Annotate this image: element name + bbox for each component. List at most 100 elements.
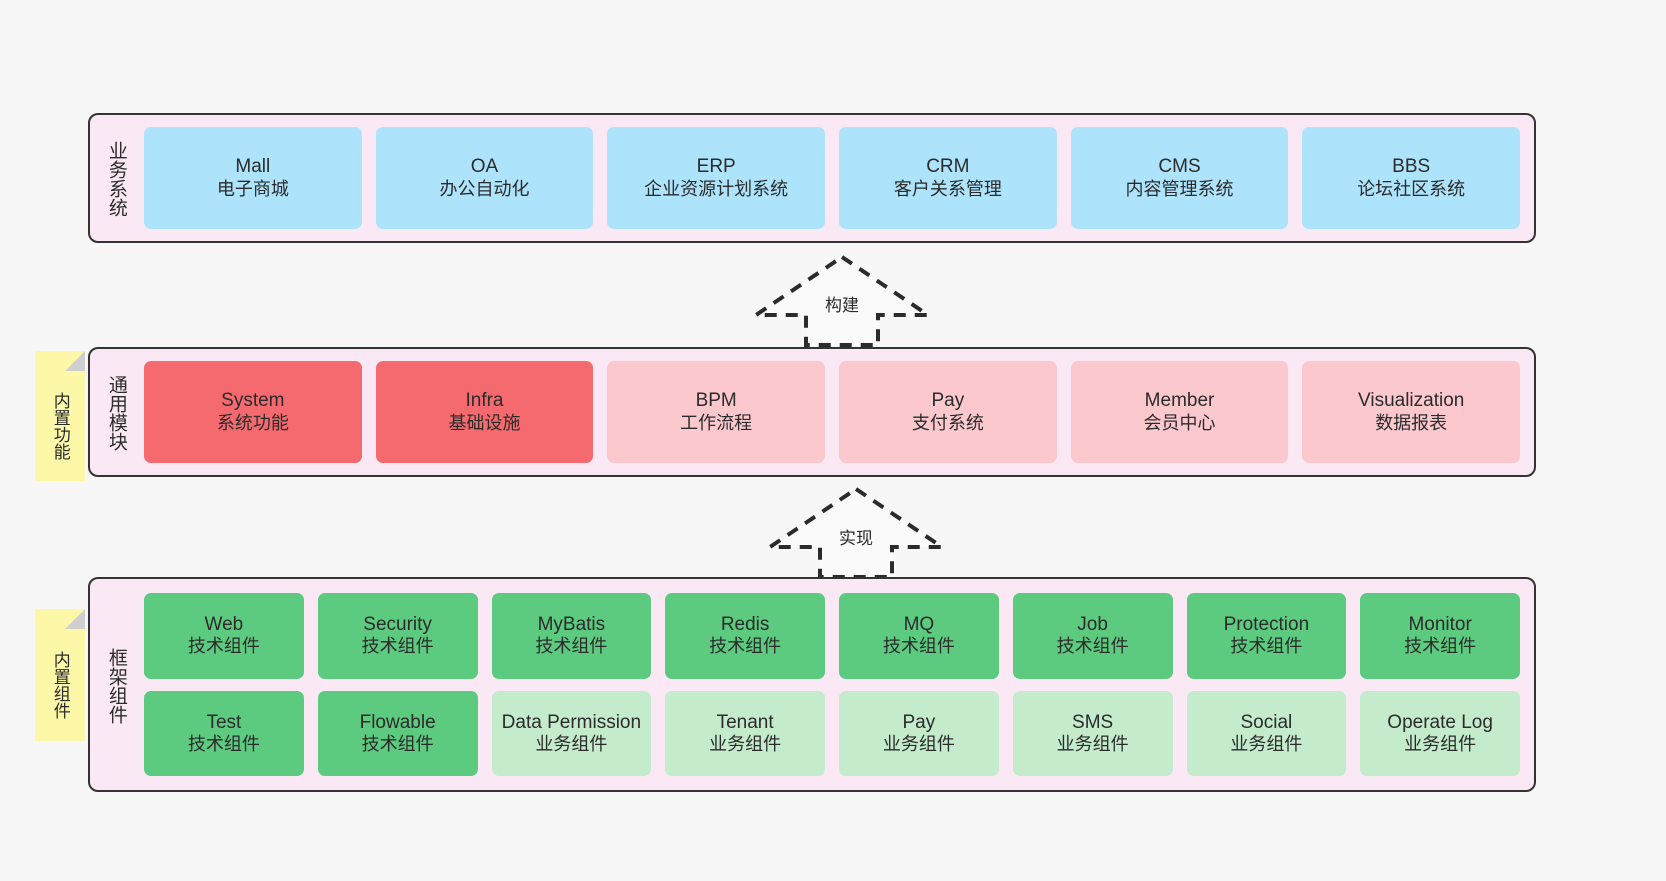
- card-erp[interactable]: ERP 企业资源计划系统: [607, 127, 826, 229]
- card-title-en: MQ: [903, 614, 935, 636]
- card-security[interactable]: Security 技术组件: [317, 593, 478, 679]
- card-flowable[interactable]: Flowable 技术组件: [317, 690, 478, 776]
- card-title-cn: 技术组件: [535, 636, 608, 657]
- layer-title-business-systems: 业务系统: [105, 141, 127, 217]
- card-test[interactable]: Test 技术组件: [144, 690, 304, 776]
- note-label: 内置功能: [50, 392, 70, 460]
- card-title-cn: 技术组件: [187, 733, 260, 754]
- card-title-en: Infra: [465, 390, 504, 412]
- card-title-en: Web: [204, 614, 244, 636]
- card-title-cn: 基础设施: [448, 412, 521, 433]
- card-title-cn: 业务组件: [1404, 733, 1477, 754]
- card-title-cn: 电子商城: [216, 178, 289, 199]
- card-title-en: Job: [1077, 614, 1108, 636]
- card-web[interactable]: Web 技术组件: [144, 593, 304, 679]
- card-title-cn: 企业资源计划系统: [644, 178, 789, 199]
- card-title-en: Member: [1144, 390, 1215, 412]
- layer-title-framework-components: 框架组件: [105, 647, 127, 724]
- card-title-en: Data Permission: [501, 711, 642, 733]
- card-title-en: ERP: [696, 156, 736, 178]
- layer-framework-components: 框架组件 Web 技术组件 Security 技术组件 MyBatis 技术组件…: [88, 577, 1536, 792]
- card-title-cn: 客户关系管理: [893, 178, 1002, 199]
- card-title-cn: 业务组件: [882, 733, 955, 754]
- card-title-en: Protection: [1223, 614, 1310, 636]
- card-title-cn: 业务组件: [709, 733, 782, 754]
- card-title-en: Tenant: [716, 711, 774, 733]
- card-row: System 系统功能 Infra 基础设施 BPM 工作流程 Pay 支付系统…: [144, 361, 1521, 463]
- card-pay-component[interactable]: Pay 业务组件: [839, 690, 999, 776]
- card-system[interactable]: System 系统功能: [144, 361, 362, 463]
- card-title-cn: 业务组件: [535, 733, 608, 754]
- card-title-en: Mall: [235, 156, 271, 178]
- card-title-cn: 论坛社区系统: [1357, 178, 1466, 199]
- card-title-en: OA: [470, 156, 499, 178]
- layer-body-business-systems: Mall 电子商城 OA 办公自动化 ERP 企业资源计划系统 CRM 客户关系…: [142, 115, 1534, 241]
- card-data-permission[interactable]: Data Permission 业务组件: [491, 690, 652, 776]
- card-oa[interactable]: OA 办公自动化: [375, 127, 594, 229]
- card-row: Web 技术组件 Security 技术组件 MyBatis 技术组件 Redi…: [144, 593, 1520, 679]
- card-title-cn: 数据报表: [1375, 412, 1448, 433]
- card-title-en: Social: [1240, 711, 1293, 733]
- card-title-cn: 技术组件: [1404, 636, 1477, 657]
- card-bbs[interactable]: BBS 论坛社区系统: [1302, 127, 1521, 229]
- card-title-cn: 支付系统: [911, 412, 984, 433]
- card-title-en: Monitor: [1408, 614, 1472, 636]
- card-title-cn: 会员中心: [1143, 412, 1216, 433]
- card-monitor[interactable]: Monitor 技术组件: [1360, 593, 1520, 679]
- card-title-cn: 技术组件: [361, 636, 434, 657]
- layer-body-framework-components: Web 技术组件 Security 技术组件 MyBatis 技术组件 Redi…: [142, 579, 1534, 790]
- card-title-en: Operate Log: [1387, 711, 1493, 733]
- note-builtin-components: 内置组件: [35, 609, 85, 741]
- card-bpm[interactable]: BPM 工作流程: [607, 361, 826, 463]
- card-tenant[interactable]: Tenant 业务组件: [665, 690, 825, 776]
- card-title-en: Pay: [902, 711, 936, 733]
- card-title-en: BPM: [695, 390, 737, 412]
- card-title-en: Security: [363, 614, 432, 636]
- card-title-cn: 技术组件: [709, 636, 782, 657]
- card-redis[interactable]: Redis 技术组件: [665, 593, 825, 679]
- card-sms[interactable]: SMS 业务组件: [1012, 690, 1173, 776]
- card-job[interactable]: Job 技术组件: [1012, 593, 1173, 679]
- card-title-en: System: [221, 390, 285, 412]
- card-operate-log[interactable]: Operate Log 业务组件: [1360, 690, 1520, 776]
- card-title-cn: 技术组件: [1056, 636, 1129, 657]
- card-row: Mall 电子商城 OA 办公自动化 ERP 企业资源计划系统 CRM 客户关系…: [144, 127, 1521, 229]
- note-builtin-functions: 内置功能: [35, 351, 85, 481]
- card-cms[interactable]: CMS 内容管理系统: [1070, 127, 1289, 229]
- card-mybatis[interactable]: MyBatis 技术组件: [491, 593, 652, 679]
- card-infra[interactable]: Infra 基础设施: [375, 361, 594, 463]
- card-title-cn: 工作流程: [680, 412, 753, 433]
- card-title-cn: 内容管理系统: [1125, 178, 1234, 199]
- card-title-cn: 业务组件: [1056, 733, 1129, 754]
- card-title-cn: 办公自动化: [439, 178, 530, 199]
- implement-arrow: 实现: [763, 485, 949, 581]
- card-mall[interactable]: Mall 电子商城: [144, 127, 362, 229]
- card-protection[interactable]: Protection 技术组件: [1186, 593, 1347, 679]
- card-crm[interactable]: CRM 客户关系管理: [839, 127, 1057, 229]
- build-arrow: 构建: [749, 253, 935, 349]
- card-title-cn: 系统功能: [216, 412, 289, 433]
- card-mq[interactable]: MQ 技术组件: [839, 593, 999, 679]
- card-member[interactable]: Member 会员中心: [1070, 361, 1289, 463]
- card-title-en: Visualization: [1358, 390, 1465, 412]
- card-title-en: MyBatis: [537, 614, 606, 636]
- layer-business-systems: 业务系统 Mall 电子商城 OA 办公自动化 ERP 企业资源计划系统 CRM…: [88, 113, 1536, 243]
- card-title-en: Test: [206, 711, 242, 733]
- layer-body-general-modules: System 系统功能 Infra 基础设施 BPM 工作流程 Pay 支付系统…: [142, 349, 1534, 475]
- card-title-en: SMS: [1072, 711, 1114, 733]
- card-social[interactable]: Social 业务组件: [1186, 690, 1347, 776]
- card-title-cn: 技术组件: [1230, 636, 1303, 657]
- note-label: 内置组件: [50, 651, 70, 719]
- card-title-cn: 技术组件: [361, 733, 434, 754]
- card-visualization[interactable]: Visualization 数据报表: [1302, 361, 1521, 463]
- card-title-en: CMS: [1158, 156, 1201, 178]
- layer-general-modules: 通用模块 System 系统功能 Infra 基础设施 BPM 工作流程 Pay…: [88, 347, 1536, 477]
- card-title-cn: 业务组件: [1230, 733, 1303, 754]
- card-title-en: Flowable: [359, 711, 436, 733]
- card-title-cn: 技术组件: [882, 636, 955, 657]
- card-title-en: CRM: [926, 156, 970, 178]
- card-pay-module[interactable]: Pay 支付系统: [839, 361, 1057, 463]
- layer-title-general-modules: 通用模块: [105, 375, 127, 451]
- card-title-cn: 技术组件: [187, 636, 260, 657]
